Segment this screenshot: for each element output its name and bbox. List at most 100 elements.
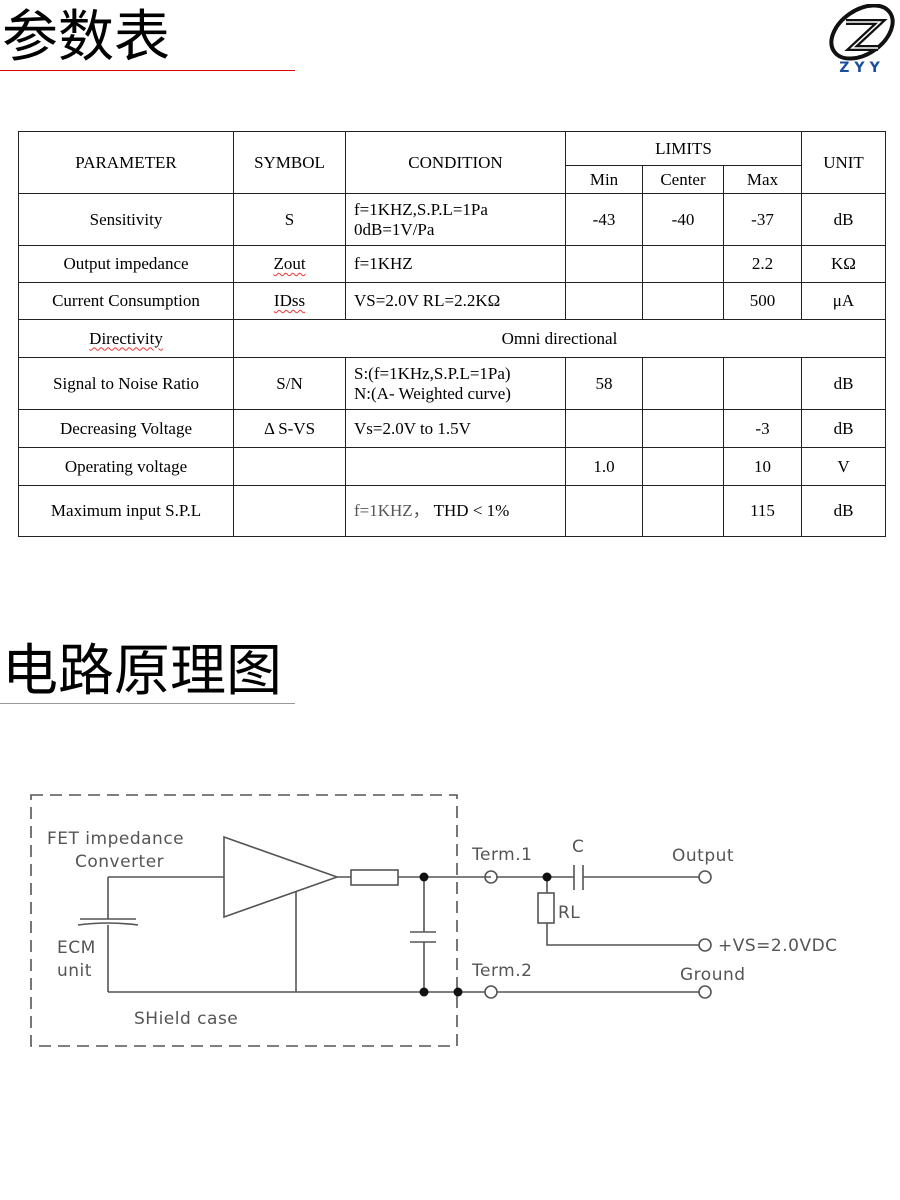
cell-min (565, 409, 643, 448)
header-condition: CONDITION (345, 131, 566, 194)
table-row: Operating voltage 1.0 10 V (18, 447, 886, 486)
cell-max: -3 (723, 409, 802, 448)
cell-condition: S:(f=1KHz,S.P.L=1Pa)N:(A- Weighted curve… (345, 357, 566, 410)
cell-parameter: Operating voltage (18, 447, 234, 486)
section-title-circuit: 电路原理图 (2, 639, 282, 704)
cell-max: 10 (723, 447, 802, 486)
logo-text: ZYY (839, 60, 884, 74)
cell-condition: VS=2.0V RL=2.2KΩ (345, 282, 566, 320)
cell-center (642, 409, 724, 448)
parameter-table: PARAMETER SYMBOL CONDITION LIMITS UNIT M… (18, 131, 886, 537)
junction-dot (419, 987, 429, 997)
term1-terminal (484, 870, 498, 884)
cell-condition (345, 447, 566, 486)
header-max: Max (723, 165, 802, 194)
term2-label: Term.2 (471, 961, 532, 981)
cell-min (565, 245, 643, 283)
cell-parameter: Maximum input S.P.L (18, 485, 234, 537)
cell-unit: dB (801, 357, 886, 410)
cell-unit: V (801, 447, 886, 486)
cell-max: 115 (723, 485, 802, 537)
table-row: Signal to Noise Ratio S/N S:(f=1KHz,S.P.… (18, 357, 886, 410)
table-row: Maximum input S.P.L f=1KHZ， THD < 1% 115… (18, 485, 886, 537)
cell-unit: dB (801, 193, 886, 246)
cell-max: 500 (723, 282, 802, 320)
cell-unit: dB (801, 409, 886, 448)
circuit-diagram: FET impedance Converter ECM unit SHield … (30, 794, 838, 1047)
condition-line: 0dB=1V/Pa (354, 219, 435, 239)
shield-case-outline (30, 794, 458, 1047)
cell-center (642, 282, 724, 320)
rl-label: RL (558, 903, 580, 923)
output-wire-capacitor (497, 865, 699, 890)
cell-min: 1.0 (565, 447, 643, 486)
condition-part: f=1KHZ， (354, 501, 430, 520)
vs-terminal (698, 938, 712, 952)
cell-center (642, 357, 724, 410)
table-header-row: PARAMETER SYMBOL CONDITION LIMITS UNIT (18, 131, 886, 194)
cell-max: 2.2 (723, 245, 802, 283)
cell-unit: μA (801, 282, 886, 320)
cell-center (642, 245, 724, 283)
cell-condition: f=1KHZ， THD < 1% (345, 485, 566, 537)
resistor (350, 869, 399, 886)
header-unit: UNIT (801, 131, 886, 194)
cell-symbol (233, 447, 346, 486)
fet-label: FET impedance (47, 829, 184, 849)
section-title-parameters: 参数表 (2, 5, 170, 70)
header-symbol: SYMBOL (233, 131, 346, 194)
load-resistor (537, 892, 555, 924)
title-underline (0, 703, 295, 704)
output-label: Output (672, 846, 734, 866)
fet-label: Converter (75, 852, 164, 872)
capacitor-label: C (572, 837, 584, 857)
junction-dot (542, 872, 552, 882)
title-underline (0, 70, 295, 71)
junction-dot (419, 872, 429, 882)
table-subheader-row: Min Center Max (19, 165, 886, 194)
cell-condition: f=1KHZ (345, 245, 566, 283)
cell-parameter: Current Consumption (18, 282, 234, 320)
ground-terminal (698, 985, 712, 999)
cell-symbol: Δ S-VS (233, 409, 346, 448)
cell-center (642, 485, 724, 537)
header-parameter: PARAMETER (18, 131, 234, 194)
condition-line: S:(f=1KHz,S.P.L=1Pa) (354, 363, 511, 383)
condition-line: f=1KHZ,S.P.L=1Pa (354, 199, 488, 219)
amplifier-triangle (223, 835, 340, 919)
cell-symbol: IDss (273, 291, 306, 310)
header-min: Min (565, 165, 643, 194)
cell-symbol: S/N (233, 357, 346, 410)
cell-parameter: Decreasing Voltage (18, 409, 234, 448)
cell-parameter: Output impedance (18, 245, 234, 283)
term2-terminal (484, 985, 498, 999)
cell-min: 58 (565, 357, 643, 410)
term1-label: Term.1 (471, 845, 532, 865)
cell-unit: dB (801, 485, 886, 537)
ecm-label: unit (57, 961, 92, 981)
output-terminal (698, 870, 712, 884)
cell-min (565, 282, 643, 320)
cell-directivity-value: Omni directional (501, 328, 618, 348)
cell-symbol: S (233, 193, 346, 246)
junction-dot (453, 987, 463, 997)
header-center: Center (642, 165, 724, 194)
cell-parameter: Directivity (89, 328, 163, 348)
shield-capacitor (410, 877, 436, 992)
condition-line: N:(A- Weighted curve) (354, 383, 511, 403)
table-row: Directivity Omni directional (18, 319, 886, 358)
cell-symbol (233, 485, 346, 537)
condition-part: THD < 1% (433, 501, 510, 520)
cell-min: -43 (565, 193, 643, 246)
cell-symbol: Zout (273, 254, 306, 273)
table-row: Output impedance Zout f=1KHZ 2.2 KΩ (18, 245, 886, 283)
cell-parameter: Sensitivity (18, 193, 234, 246)
cell-parameter: Signal to Noise Ratio (18, 357, 234, 410)
cell-max: -37 (723, 193, 802, 246)
shield-label: SHield case (134, 1009, 238, 1029)
cell-max (723, 357, 802, 410)
vs-label: +VS=2.0VDC (718, 936, 838, 956)
